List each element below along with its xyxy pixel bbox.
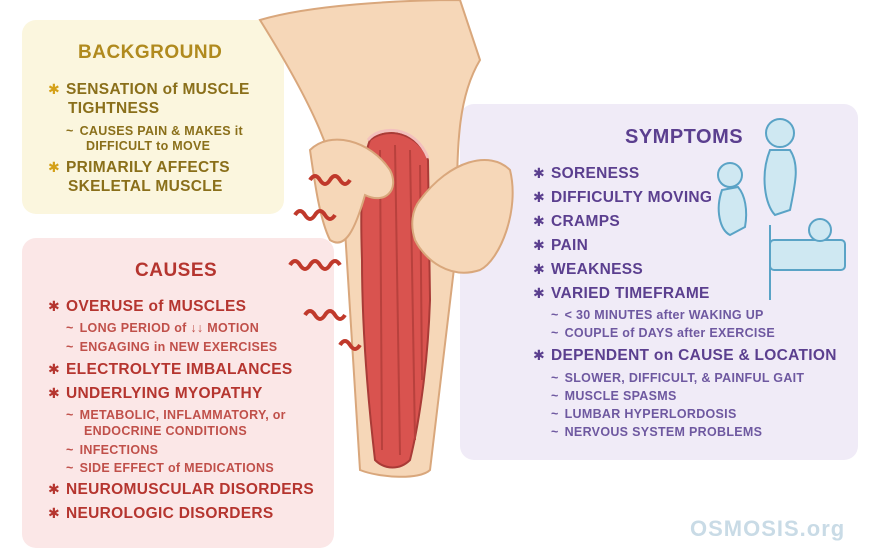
causes-heading: CAUSES bbox=[135, 260, 218, 281]
people-illustration bbox=[717, 118, 846, 300]
cause-sub: ~METABOLIC, INFLAMMATORY, or bbox=[66, 408, 286, 422]
cause-overuse: ✱OVERUSE of MUSCLES bbox=[48, 298, 247, 315]
background-item-2: ✱PRIMARILY AFFECTS bbox=[48, 159, 230, 176]
background-heading: BACKGROUND bbox=[78, 42, 223, 63]
cause-myopathy: ✱UNDERLYING MYOPATHY bbox=[48, 385, 263, 402]
bullet-star-icon: ✱ bbox=[533, 347, 546, 363]
person-bending-icon bbox=[717, 185, 748, 237]
symptoms-heading: SYMPTOMS bbox=[625, 126, 744, 148]
symptom-sub: ~< 30 MINUTES after WAKING UP bbox=[551, 308, 764, 322]
bullet-star-icon: ✱ bbox=[48, 159, 61, 175]
pain-wave-icon bbox=[338, 339, 362, 351]
leg-muscle-illustration bbox=[258, 0, 514, 478]
cause-neurologic: ✱NEUROLOGIC DISORDERS bbox=[48, 505, 274, 522]
symptom-item: ✱DIFFICULTY MOVING bbox=[533, 189, 713, 206]
background-item-1: ✱SENSATION of MUSCLE bbox=[48, 81, 250, 98]
cause-electrolyte: ✱ELECTROLYTE IMBALANCES bbox=[48, 361, 293, 378]
symptom-item: ✱SORENESS bbox=[533, 165, 640, 182]
symptom-item: ✱PAIN bbox=[533, 237, 589, 254]
bullet-star-icon: ✱ bbox=[533, 261, 546, 277]
causes-panel bbox=[22, 238, 334, 548]
left-hand bbox=[308, 138, 395, 244]
pain-wave-icon bbox=[288, 259, 342, 271]
bed-icon bbox=[769, 239, 846, 271]
bullet-star-icon: ✱ bbox=[533, 165, 546, 181]
symptom-sub: ~MUSCLE SPASMS bbox=[551, 389, 677, 403]
pain-wave-icon bbox=[303, 309, 347, 321]
muscle-edge bbox=[366, 128, 430, 159]
bullet-star-icon: ✱ bbox=[533, 237, 546, 253]
bullet-star-icon: ✱ bbox=[533, 213, 546, 229]
symptom-dependent: ✱DEPENDENT on CAUSE & LOCATION bbox=[533, 347, 837, 364]
symptom-sub: ~COUPLE of DAYS after EXERCISE bbox=[551, 326, 775, 340]
symptom-item: ✱VARIED TIMEFRAME bbox=[533, 285, 710, 302]
pain-wave-icon bbox=[293, 209, 337, 221]
cause-sub: ~INFECTIONS bbox=[66, 443, 159, 457]
bullet-star-icon: ✱ bbox=[48, 81, 61, 97]
person-head-icon bbox=[765, 118, 795, 148]
bullet-star-icon: ✱ bbox=[533, 285, 546, 301]
bullet-star-icon: ✱ bbox=[48, 481, 61, 497]
bullet-star-icon: ✱ bbox=[48, 298, 61, 314]
bullet-star-icon: ✱ bbox=[533, 189, 546, 205]
symptom-sub: ~SLOWER, DIFFICULT, & PAINFUL GAIT bbox=[551, 371, 805, 385]
background-panel bbox=[22, 20, 284, 214]
symptom-sub: ~NERVOUS SYSTEM PROBLEMS bbox=[551, 425, 763, 439]
bullet-star-icon: ✱ bbox=[48, 385, 61, 401]
muscle-fibers bbox=[379, 144, 423, 456]
background-item-1-cont: TIGHTNESS bbox=[68, 100, 160, 117]
person-head-icon bbox=[717, 162, 743, 188]
cause-sub: ~LONG PERIOD of ↓↓ MOTION bbox=[66, 321, 260, 335]
bullet-star-icon: ✱ bbox=[48, 361, 61, 377]
bullet-star-icon: ✱ bbox=[48, 505, 61, 521]
symptom-item: ✱CRAMPS bbox=[533, 213, 621, 230]
cause-neuromuscular: ✱NEUROMUSCULAR DISORDERS bbox=[48, 481, 315, 498]
cause-sub-cont: ENDOCRINE CONDITIONS bbox=[84, 424, 247, 438]
person-head-icon bbox=[808, 218, 832, 242]
right-hand bbox=[411, 159, 514, 274]
cause-sub: ~ENGAGING in NEW EXERCISES bbox=[66, 340, 278, 354]
background-item-2-cont: SKELETAL MUSCLE bbox=[68, 178, 223, 195]
background-subitem: ~CAUSES PAIN & MAKES it bbox=[66, 124, 243, 138]
cause-sub: ~SIDE EFFECT of MEDICATIONS bbox=[66, 461, 274, 475]
pain-wave-icon bbox=[308, 174, 352, 186]
symptom-sub: ~LUMBAR HYPERLORDOSIS bbox=[551, 407, 737, 421]
symptom-item: ✱WEAKNESS bbox=[533, 261, 643, 278]
brand-logo: OSMOSIS.org bbox=[690, 516, 846, 541]
person-walking-icon bbox=[763, 149, 797, 217]
background-subitem-cont: DIFFICULT to MOVE bbox=[86, 139, 211, 153]
